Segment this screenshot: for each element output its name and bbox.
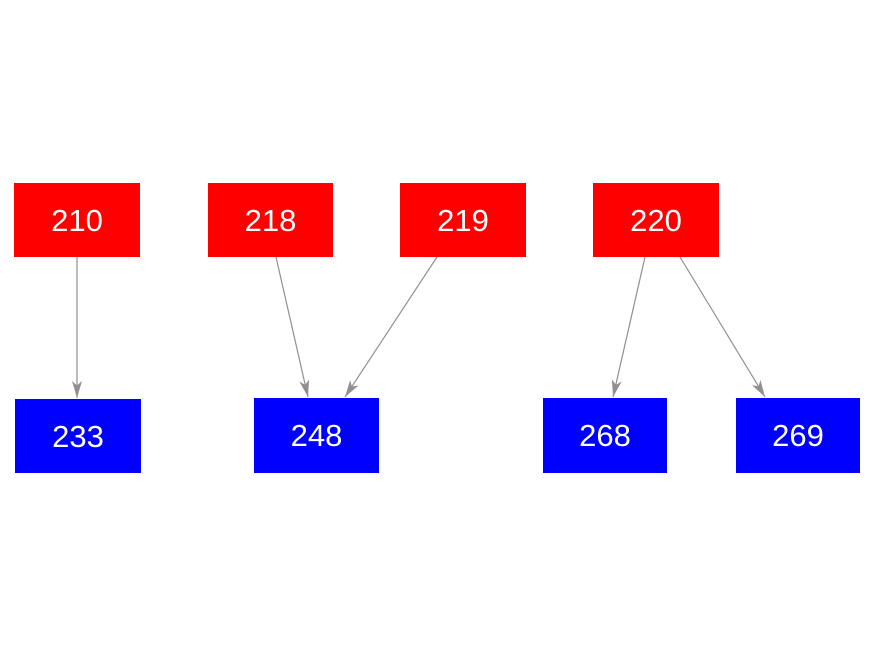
edge-219-to-248 bbox=[344, 256, 438, 398]
edge-218-to-248 bbox=[275, 256, 310, 398]
graph-node-218: 218 bbox=[208, 183, 333, 257]
graph-node-268: 268 bbox=[543, 398, 667, 473]
graph-node-233: 233 bbox=[15, 399, 141, 473]
edge-220-to-269 bbox=[679, 256, 766, 398]
graph-node-219: 219 bbox=[400, 183, 526, 257]
graph-node-210: 210 bbox=[14, 183, 140, 257]
edge-220-to-268 bbox=[611, 256, 646, 398]
graph-node-248: 248 bbox=[254, 398, 379, 473]
graph-node-269: 269 bbox=[736, 398, 860, 473]
graph-node-220: 220 bbox=[593, 183, 719, 257]
